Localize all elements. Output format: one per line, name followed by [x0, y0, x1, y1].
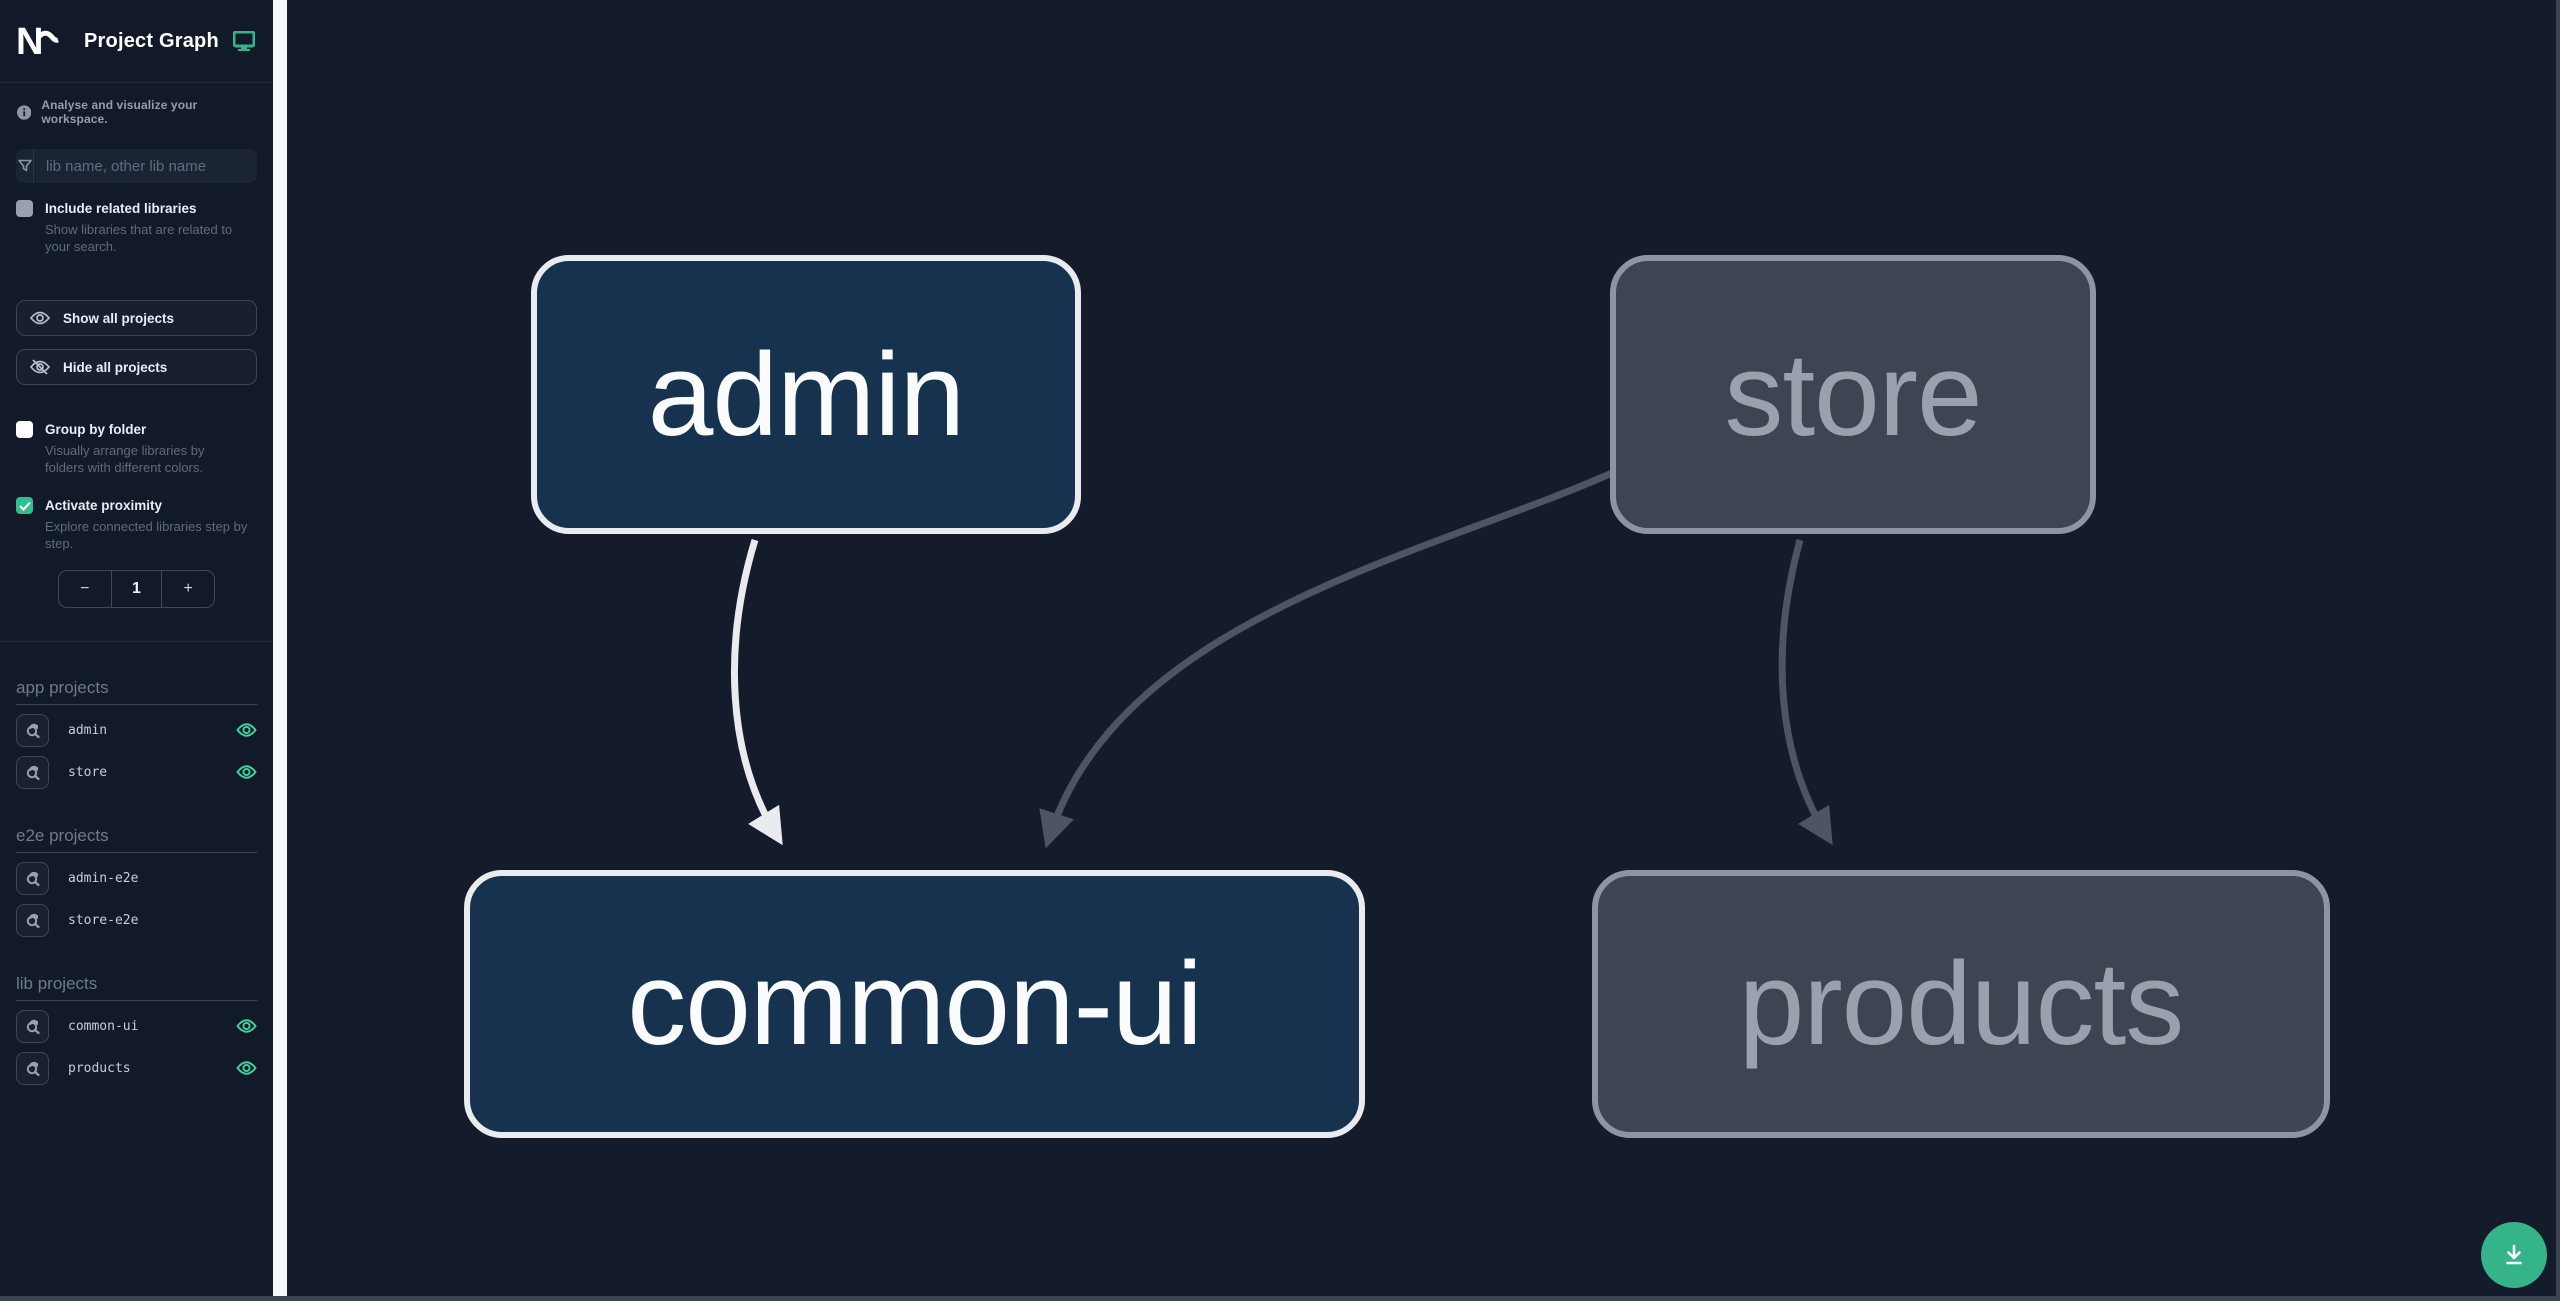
node-label: admin	[647, 328, 965, 461]
check-icon	[18, 501, 31, 511]
graph-canvas[interactable]: admin store common-ui products	[287, 0, 2560, 1301]
toggle-visibility-eye-icon[interactable]	[236, 764, 257, 780]
eye-icon	[30, 311, 50, 325]
download-icon	[2506, 1244, 2522, 1265]
edge-admin-to-common-ui	[731, 538, 783, 846]
show-all-projects-button[interactable]: Show all projects	[16, 300, 257, 336]
focus-project-button[interactable]	[16, 903, 49, 937]
project-row-admin-e2e: admin-e2e	[16, 861, 257, 895]
proximity-stepper: − 1 +	[58, 570, 215, 608]
focus-project-icon	[26, 913, 40, 929]
tagline-text: Analyse and visualize your workspace.	[41, 98, 198, 126]
activate-proximity-description: Explore connected libraries step by step…	[45, 519, 248, 551]
project-name[interactable]: store-e2e	[68, 912, 139, 928]
toggle-visibility-eye-icon[interactable]	[236, 722, 257, 738]
hide-all-projects-label: Hide all projects	[63, 359, 168, 375]
edge-store-to-common-ui	[1039, 469, 1614, 849]
group-by-folder-block: Group by folder Visually arrange librari…	[0, 421, 273, 476]
group-by-folder-description: Visually arrange libraries by folders wi…	[45, 443, 205, 475]
project-name[interactable]: store	[68, 764, 108, 780]
proximity-value: 1	[110, 571, 163, 607]
download-graph-button[interactable]	[2481, 1222, 2547, 1288]
project-row-products: products	[16, 1051, 257, 1085]
node-label: store	[1724, 328, 1982, 461]
focus-project-icon	[26, 1061, 40, 1077]
graph-node-products[interactable]: products	[1592, 870, 2330, 1138]
group-by-folder-label[interactable]: Group by folder	[45, 422, 147, 437]
node-label: products	[1738, 938, 2185, 1070]
activate-proximity-block: Activate proximity Explore connected lib…	[0, 497, 273, 552]
focus-project-button[interactable]	[16, 713, 49, 747]
project-row-common-ui: common-ui	[16, 1009, 257, 1043]
project-row-store-e2e: store-e2e	[16, 903, 257, 937]
include-related-description: Show libraries that are related to your …	[45, 222, 233, 254]
edge-store-to-products	[1778, 539, 1833, 846]
horizontal-scrollbar[interactable]	[0, 1296, 2560, 1301]
vertical-scrollbar[interactable]	[2556, 0, 2560, 1301]
graph-node-admin[interactable]: admin	[531, 255, 1081, 534]
project-name[interactable]: common-ui	[68, 1018, 139, 1034]
project-name[interactable]: admin	[68, 722, 108, 738]
hide-all-projects-button[interactable]: Hide all projects	[16, 349, 257, 385]
toggle-visibility-eye-icon[interactable]	[236, 1060, 257, 1076]
activate-proximity-label[interactable]: Activate proximity	[45, 498, 163, 513]
focus-project-button[interactable]	[16, 861, 49, 895]
nx-logo: N	[16, 21, 59, 61]
focus-project-button[interactable]	[16, 1051, 49, 1085]
project-sections: app projects admin store e2e projects admin-…	[0, 642, 273, 1301]
focus-project-button[interactable]	[16, 755, 49, 789]
toggle-visibility-eye-icon[interactable]	[236, 1018, 257, 1034]
sidebar-header: N Project Graph	[0, 0, 273, 83]
workspace-tagline: Analyse and visualize your workspace.	[0, 83, 273, 126]
eye-off-icon	[30, 359, 50, 375]
focus-project-icon	[26, 723, 40, 739]
include-related-label[interactable]: Include related libraries	[45, 201, 197, 216]
sidebar: N Project Graph Analyse and visualize yo…	[0, 0, 273, 1301]
project-row-admin: admin	[16, 713, 257, 747]
sidebar-divider	[0, 641, 273, 642]
focus-project-icon	[26, 1019, 40, 1035]
graph-node-store[interactable]: store	[1610, 255, 2096, 534]
graph-node-common-ui[interactable]: common-ui	[464, 870, 1365, 1138]
include-related-block: Include related libraries Show libraries…	[0, 200, 273, 255]
section-title-app: app projects	[16, 678, 257, 705]
include-related-checkbox[interactable]	[16, 200, 33, 217]
filter-icon	[16, 149, 34, 183]
sidebar-resize-gutter[interactable]	[273, 0, 287, 1301]
focus-project-button[interactable]	[16, 1009, 49, 1043]
node-label: common-ui	[627, 938, 1203, 1070]
section-title-e2e: e2e projects	[16, 826, 257, 853]
activate-proximity-checkbox[interactable]	[16, 497, 33, 514]
search-input[interactable]	[34, 149, 257, 183]
graph-edges	[731, 469, 1833, 849]
project-name[interactable]: admin-e2e	[68, 870, 139, 886]
group-by-folder-checkbox[interactable]	[16, 421, 33, 438]
focus-project-icon	[26, 765, 40, 781]
svg-text:N: N	[16, 21, 43, 61]
section-title-lib: lib projects	[16, 974, 257, 1001]
info-icon	[17, 104, 32, 120]
proximity-increment-button[interactable]: +	[183, 580, 193, 597]
theme-system-icon[interactable]	[232, 31, 255, 51]
project-row-store: store	[16, 755, 257, 789]
project-name[interactable]: products	[68, 1060, 131, 1076]
proximity-decrement-button[interactable]: −	[80, 580, 90, 597]
page-title: Project Graph	[84, 29, 219, 52]
show-all-projects-label: Show all projects	[63, 310, 175, 326]
focus-project-icon	[26, 871, 40, 887]
search-box	[16, 149, 257, 183]
